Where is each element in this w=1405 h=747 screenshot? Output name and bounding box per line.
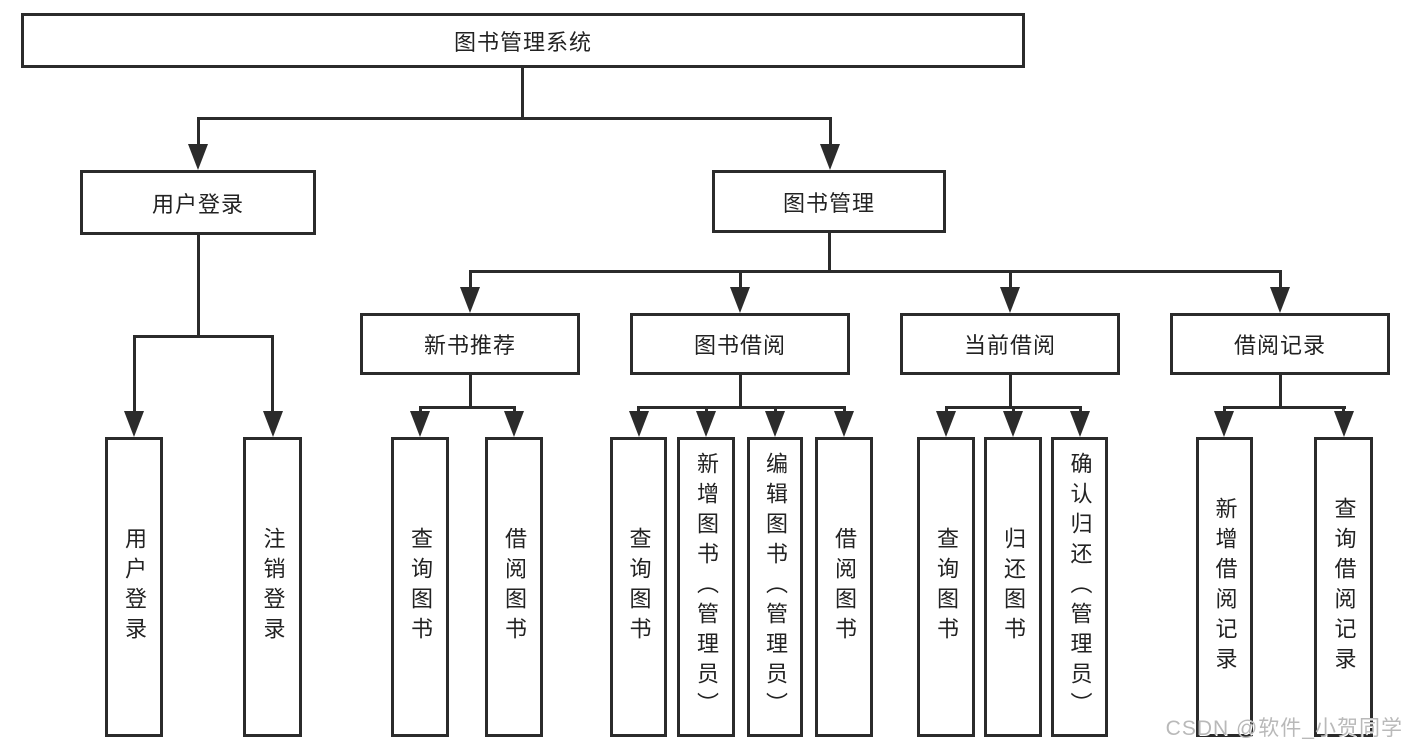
leaf-query-books-borrow: 查询图书 xyxy=(610,437,667,737)
leaf-logout: 注销登录 xyxy=(243,437,302,737)
node-current-borrow-label: 当前借阅 xyxy=(963,333,1056,358)
connector-book-management-bar xyxy=(468,269,1282,273)
connector-borrow-records-stem2 xyxy=(1278,375,1282,408)
leaf-query-books-borrow-label: 查询图书 xyxy=(626,527,652,647)
connector-stem-leaf xyxy=(637,405,640,416)
leaf-borrow-books-recommend: 借阅图书 xyxy=(485,437,543,737)
leaf-query-books-recommend-label: 查询图书 xyxy=(408,527,433,647)
arrow-down-icon xyxy=(936,411,956,437)
leaf-query-borrow-record-label: 查询借阅记录 xyxy=(1331,497,1357,677)
connector-book-borrow-stem2 xyxy=(738,375,742,408)
arrow-down-icon xyxy=(124,411,144,437)
connector-stem-leaf xyxy=(704,405,708,416)
connector-stem-leaf xyxy=(944,405,948,416)
arrow-down-icon xyxy=(820,144,840,170)
arrow-down-icon xyxy=(1214,411,1234,437)
node-borrow-records: 借阅记录 xyxy=(1170,313,1390,375)
arrow-down-icon xyxy=(410,411,430,437)
leaf-confirm-return-admin: 确认归还（管理员） xyxy=(1051,437,1108,737)
leaf-query-books-current: 查询图书 xyxy=(917,437,975,737)
node-library-system: 图书管理系统 xyxy=(21,13,1025,68)
connector-book-borrow-bar2 xyxy=(637,405,846,409)
connector-stem-user-login xyxy=(196,116,200,147)
arrow-down-icon xyxy=(1003,411,1023,437)
arrow-down-icon xyxy=(1000,287,1020,313)
arrow-down-icon xyxy=(1070,411,1090,437)
connector-book-management-stem xyxy=(827,233,831,272)
connector-stem-current-borrow xyxy=(1008,269,1012,290)
connector-borrow-records-bar2 xyxy=(1222,405,1346,409)
node-user-login-label: 用户登录 xyxy=(151,191,244,217)
arrow-down-icon xyxy=(628,411,649,437)
connector-stem-leaf xyxy=(1342,405,1345,416)
connector-stem-book-management xyxy=(828,116,832,147)
leaf-user-login: 用户登录 xyxy=(105,437,163,737)
connector-user-login-bar xyxy=(132,334,274,338)
node-book-management-label: 图书管理 xyxy=(782,190,875,216)
leaf-edit-books-admin-label: 编辑图书（管理员） xyxy=(763,452,788,722)
connector-stem-leaf xyxy=(1078,405,1082,416)
node-book-management: 图书管理 xyxy=(712,170,946,233)
leaf-query-borrow-record: 查询借阅记录 xyxy=(1314,437,1373,737)
connector-stem-leaf xyxy=(773,405,777,416)
leaf-add-borrow-record-label: 新增借阅记录 xyxy=(1212,497,1238,677)
node-current-borrow: 当前借阅 xyxy=(900,313,1120,375)
node-borrow-records-label: 借阅记录 xyxy=(1233,333,1326,358)
connector-current-borrow-stem2 xyxy=(1008,375,1012,408)
connector-stem-leaf xyxy=(1222,405,1226,416)
leaf-add-borrow-record: 新增借阅记录 xyxy=(1196,437,1253,737)
node-book-borrow: 图书借阅 xyxy=(630,313,850,375)
arrow-down-icon xyxy=(504,411,524,437)
leaf-logout-label: 注销登录 xyxy=(260,527,286,647)
connector-stem-leaf xyxy=(512,405,516,416)
node-user-login: 用户登录 xyxy=(80,170,316,235)
connector-recommend-stem xyxy=(468,375,472,408)
arrow-down-icon xyxy=(696,411,716,437)
leaf-add-books-admin: 新增图书（管理员） xyxy=(677,437,735,737)
leaf-borrow-books-recommend-label: 借阅图书 xyxy=(502,527,527,647)
connector-root-bar xyxy=(196,116,832,120)
connector-stem-borrow-records xyxy=(1278,269,1282,290)
arrow-down-icon xyxy=(730,287,750,313)
arrow-down-icon xyxy=(262,411,283,437)
leaf-confirm-return-admin-label: 确认归还（管理员） xyxy=(1067,452,1093,722)
leaf-return-books-label: 归还图书 xyxy=(1001,527,1026,647)
leaf-add-books-admin-label: 新增图书（管理员） xyxy=(694,452,719,722)
watermark: CSDN @软件_小贺同学 xyxy=(1165,717,1403,740)
leaf-edit-books-admin: 编辑图书（管理员） xyxy=(747,437,803,737)
connector-stem-leaf-logout xyxy=(271,334,274,413)
leaf-user-login-label: 用户登录 xyxy=(122,527,147,647)
node-library-system-label: 图书管理系统 xyxy=(453,29,592,55)
arrow-down-icon xyxy=(834,411,854,437)
arrow-down-icon xyxy=(765,411,785,437)
connector-recommend-bar xyxy=(418,405,516,409)
connector-stem-new-book-recommend xyxy=(468,269,472,290)
leaf-query-books-recommend: 查询图书 xyxy=(391,437,449,737)
node-book-borrow-label: 图书借阅 xyxy=(693,333,786,358)
node-new-book-recommend: 新书推荐 xyxy=(360,313,580,375)
connector-user-login-stem xyxy=(196,235,200,337)
connector-stem-leaf xyxy=(842,405,846,416)
connector-stem-book-borrow xyxy=(738,269,742,290)
leaf-borrow-books-label: 借阅图书 xyxy=(832,527,857,647)
arrow-down-icon xyxy=(1333,411,1354,437)
connector-stem-leaf-user-login xyxy=(132,334,136,413)
node-new-book-recommend-label: 新书推荐 xyxy=(423,333,516,358)
arrow-down-icon xyxy=(460,287,480,313)
leaf-borrow-books: 借阅图书 xyxy=(815,437,873,737)
arrow-down-icon xyxy=(188,144,208,170)
leaf-query-books-current-label: 查询图书 xyxy=(934,527,959,647)
arrow-down-icon xyxy=(1270,287,1290,313)
connector-stem-leaf xyxy=(1011,405,1015,416)
connector-stem-leaf xyxy=(418,405,422,416)
connector-root-stem xyxy=(520,68,524,119)
leaf-return-books: 归还图书 xyxy=(984,437,1042,737)
